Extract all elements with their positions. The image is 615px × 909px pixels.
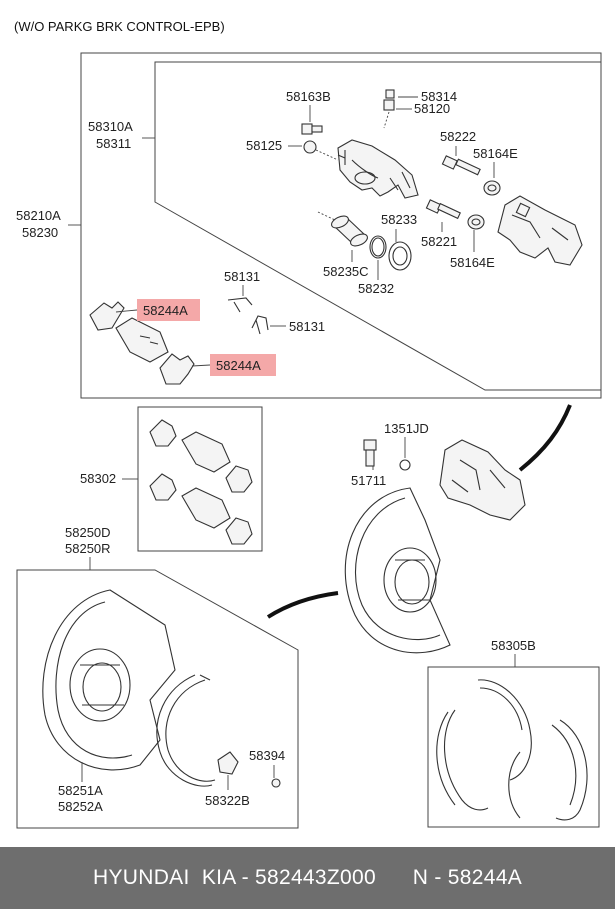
shoe-set-box bbox=[427, 666, 600, 828]
highlight-58244A-a bbox=[137, 299, 200, 321]
nut-1351JD bbox=[399, 459, 411, 471]
backing-plate-right bbox=[344, 487, 451, 654]
label-58314: 58314 bbox=[421, 89, 457, 104]
parking-brake-box bbox=[16, 569, 299, 829]
guide-pin-58221 bbox=[425, 199, 461, 220]
parts-diagram: (W/O PARKG BRK CONTROL-EPB) 58210A 58230… bbox=[14, 19, 602, 829]
label-58322B: 58322B bbox=[205, 793, 250, 808]
dust-boot-58232 bbox=[388, 241, 412, 271]
label-58120: 58120 bbox=[414, 101, 450, 116]
label-58394: 58394 bbox=[249, 748, 285, 763]
bolt-58163B bbox=[301, 123, 323, 135]
label-58163B: 58163B bbox=[286, 89, 331, 104]
footer-bar: HYUNDAI KIA - 582443Z000 N - 58244A bbox=[0, 847, 615, 909]
guide-pin-58222 bbox=[441, 155, 481, 176]
label-58125: 58125 bbox=[246, 138, 282, 153]
piston-seal-58233 bbox=[369, 235, 387, 259]
label-58222: 58222 bbox=[440, 129, 476, 144]
label-58221: 58221 bbox=[421, 234, 457, 249]
label-58235C: 58235C bbox=[323, 264, 369, 279]
brake-pads-upper bbox=[89, 301, 195, 385]
label-58232: 58232 bbox=[358, 281, 394, 296]
caliper-housing bbox=[337, 139, 419, 199]
washer-58125 bbox=[303, 140, 317, 154]
label-58164E-b: 58164E bbox=[450, 255, 495, 270]
leader-58244A-b bbox=[191, 364, 211, 367]
footer-part-number: HYUNDAI KIA - 582443Z000 bbox=[92, 866, 376, 889]
pad-set-58302 bbox=[149, 419, 253, 545]
bleeder-screw bbox=[383, 89, 395, 129]
anti-rattle-spring-b bbox=[251, 315, 269, 335]
diagram-title: (W/O PARKG BRK CONTROL-EPB) bbox=[14, 19, 225, 34]
label-1351JD: 1351JD bbox=[384, 421, 429, 436]
label-58230: 58230 bbox=[22, 225, 58, 240]
part-58394 bbox=[271, 778, 281, 788]
leader-58244A-a bbox=[115, 309, 138, 313]
assembly-arrow-upper bbox=[518, 404, 572, 472]
label-58250D: 58250D bbox=[65, 525, 111, 540]
caliper-assembly-lower bbox=[439, 439, 526, 521]
label-58252A: 58252A bbox=[58, 799, 103, 814]
caliper-subassembly-box bbox=[154, 61, 602, 391]
bolt-51711 bbox=[363, 439, 377, 467]
assembly-arrow-lower bbox=[266, 591, 339, 619]
brake-shoe-set bbox=[436, 679, 588, 821]
label-58131-a: 58131 bbox=[224, 269, 260, 284]
caliper-bracket bbox=[497, 195, 583, 266]
label-58305B: 58305B bbox=[491, 638, 536, 653]
label-58210A: 58210A bbox=[16, 208, 61, 223]
label-58131-b: 58131 bbox=[289, 319, 325, 334]
footer-part-code: N - 58244A bbox=[412, 866, 523, 889]
label-58311: 58311 bbox=[96, 136, 131, 151]
label-51711: 51711 bbox=[351, 473, 386, 488]
highlight-58244A-b bbox=[210, 354, 276, 376]
label-58251A: 58251A bbox=[58, 783, 103, 798]
label-58250R: 58250R bbox=[65, 541, 111, 556]
backing-plate-left bbox=[42, 589, 176, 771]
label-58233: 58233 bbox=[381, 212, 417, 227]
piston-58235C bbox=[317, 211, 368, 247]
boot-58164E-a bbox=[483, 180, 501, 196]
boot-58164E-b bbox=[467, 214, 485, 230]
label-58310A: 58310A bbox=[88, 119, 133, 134]
label-58164E-a: 58164E bbox=[473, 146, 518, 161]
label-58244A-a: 58244A bbox=[143, 303, 188, 318]
part-58322B bbox=[217, 751, 239, 775]
brake-shoe-left bbox=[156, 674, 216, 787]
label-58244A-b: 58244A bbox=[216, 358, 261, 373]
anti-rattle-spring-a bbox=[227, 297, 253, 313]
label-58302: 58302 bbox=[80, 471, 116, 486]
